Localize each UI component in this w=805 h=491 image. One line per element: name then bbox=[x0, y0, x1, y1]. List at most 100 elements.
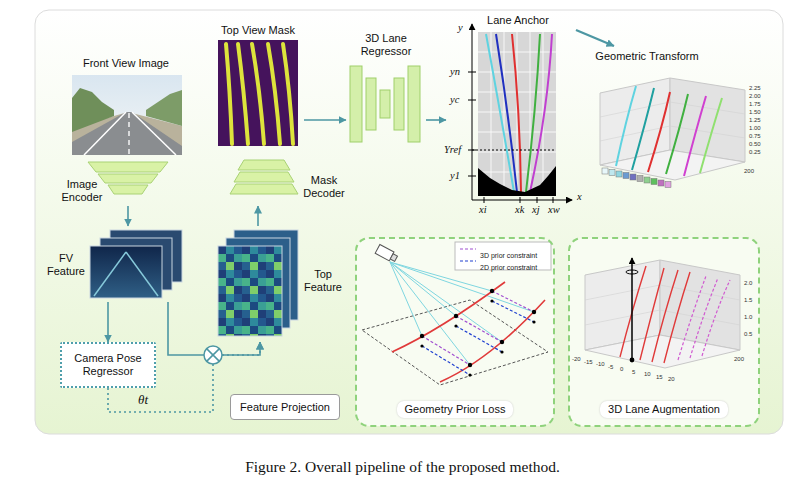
axis-symbol: x bbox=[577, 191, 582, 203]
augmentation-3d-plot bbox=[620, 266, 646, 357]
road-photo bbox=[72, 75, 182, 155]
augmentation-3d-plot bbox=[640, 268, 664, 360]
node-label: Feature Projection bbox=[240, 401, 330, 414]
decoder-layers bbox=[230, 184, 298, 194]
geometry-prior-sketch bbox=[468, 363, 472, 367]
multiply-junction bbox=[207, 349, 220, 362]
label-slot: 2.25 bbox=[749, 85, 761, 92]
image-panel: Top View Mask bbox=[212, 22, 304, 148]
geometry-prior-sketch bbox=[420, 344, 423, 347]
text-slot: Feature Projection bbox=[231, 395, 339, 419]
augmentation-3d-plot bbox=[660, 260, 740, 350]
panel bbox=[35, 10, 783, 434]
lane-anchor-plot bbox=[468, 100, 476, 101]
label-slot: 1.00 bbox=[749, 125, 761, 132]
tick-label: -5 bbox=[608, 364, 613, 371]
legend-entry: 3D prior constraint bbox=[480, 244, 537, 262]
tick-label: 2.25 bbox=[749, 85, 761, 92]
label-slot: 0.50 bbox=[749, 141, 761, 148]
label-slot: x bbox=[577, 191, 582, 203]
lane-anchor-plot bbox=[468, 24, 572, 203]
transform-3d-plot bbox=[602, 168, 671, 188]
augmentation-3d-plot bbox=[678, 276, 730, 360]
geometry-prior-sketch bbox=[440, 300, 545, 382]
lane-anchor-plot bbox=[478, 172, 556, 173]
text-slot: Lane Anchor bbox=[472, 14, 564, 27]
label-slot: yn bbox=[450, 66, 460, 78]
region-title: Geometry Prior Loss bbox=[397, 401, 514, 418]
lane-anchor-plot bbox=[530, 32, 531, 196]
text-slot: Geometry Prior Loss bbox=[357, 399, 553, 418]
label-slot: 15 bbox=[656, 374, 663, 381]
augmentation-3d-plot bbox=[585, 258, 740, 368]
lane-anchor-plot bbox=[468, 150, 476, 151]
augmentation-3d-plot bbox=[664, 272, 690, 363]
lane-anchor-plot bbox=[504, 32, 505, 196]
tick-label: 2.0 bbox=[744, 280, 752, 287]
label-slot: -20 bbox=[572, 356, 581, 363]
augmentation-3d-plot bbox=[620, 266, 690, 363]
label-slot: 0.25 bbox=[749, 149, 761, 156]
node-label: Mask Decoder bbox=[302, 174, 346, 200]
label-slot: 1.50 bbox=[749, 109, 761, 116]
label-slot: 2.0 bbox=[744, 280, 752, 287]
road-photo bbox=[146, 90, 182, 126]
transform-3d-plot bbox=[651, 179, 657, 185]
encoder-layers bbox=[98, 174, 158, 183]
tick-label: 0 bbox=[620, 366, 623, 373]
transform-3d-plot bbox=[623, 173, 629, 179]
edge-label: θt bbox=[138, 392, 148, 407]
tick-label: 10 bbox=[644, 371, 651, 378]
flow-arrow bbox=[576, 30, 614, 46]
encoder-layers bbox=[88, 162, 168, 172]
label-slot: 0.5 bbox=[744, 331, 752, 338]
label-slot: 1.5 bbox=[744, 297, 752, 304]
lane-anchor-plot bbox=[472, 200, 572, 201]
geometry-prior-sketch bbox=[375, 244, 398, 263]
geometry-prior-sketch bbox=[468, 373, 471, 376]
tick-label: 200 bbox=[744, 168, 754, 175]
top-view-mask bbox=[226, 44, 232, 144]
lane-anchor-plot bbox=[484, 197, 485, 203]
lane-anchor-plot bbox=[486, 34, 552, 192]
top-feature-maps bbox=[218, 246, 282, 336]
lane-anchor-plot bbox=[468, 176, 476, 177]
label-slot: -5 bbox=[608, 364, 613, 371]
label-slot: 200 bbox=[734, 356, 744, 363]
decoder-layers bbox=[230, 160, 298, 194]
label-slot: xw bbox=[548, 204, 560, 216]
tick-label: 200 bbox=[734, 356, 744, 363]
label-slot: Yref bbox=[444, 144, 461, 156]
geometry-prior-sketch bbox=[500, 350, 503, 353]
node-label: Camera Pose Regressor bbox=[62, 352, 154, 378]
label-slot: -10 bbox=[596, 361, 605, 368]
label-slot: 200 bbox=[744, 168, 754, 175]
legend-text: 3D prior constraint bbox=[480, 251, 537, 260]
tick-label: 0.5 bbox=[744, 331, 752, 338]
label-slot: 5 bbox=[632, 369, 635, 376]
label-slot: xi bbox=[479, 204, 487, 216]
geometry-prior-sketch bbox=[390, 262, 502, 342]
geometry-prior-sketch bbox=[422, 301, 534, 375]
transform-3d-plot bbox=[616, 86, 636, 166]
geometry-prior-sketch bbox=[390, 262, 470, 365]
tick-label: 15 bbox=[656, 374, 663, 381]
transform-3d-plot bbox=[666, 94, 688, 174]
augmentation-3d-plot bbox=[690, 278, 718, 358]
node-label: 3D Lane Regressor bbox=[346, 32, 426, 58]
lane-anchor-plot bbox=[468, 72, 476, 73]
geometry-prior-sketch bbox=[422, 291, 534, 365]
lane-anchor-plot bbox=[478, 72, 556, 73]
lane-anchor-plot bbox=[520, 197, 521, 203]
text-slot: Front View Image bbox=[62, 57, 190, 70]
label-slot: xj bbox=[532, 204, 540, 216]
text-slot: 3D Lane Augmentation bbox=[570, 399, 758, 418]
tick-label: 1.00 bbox=[749, 125, 761, 132]
geometry-prior-sketch bbox=[492, 291, 534, 312]
axis-symbol: xk bbox=[515, 204, 524, 216]
transform-3d-plot bbox=[670, 126, 745, 138]
text-slot: FV Feature bbox=[44, 252, 88, 278]
geometry-prior-sketch bbox=[390, 262, 456, 316]
lane-anchor-plot bbox=[553, 197, 554, 203]
transform-3d-plot bbox=[600, 102, 745, 141]
